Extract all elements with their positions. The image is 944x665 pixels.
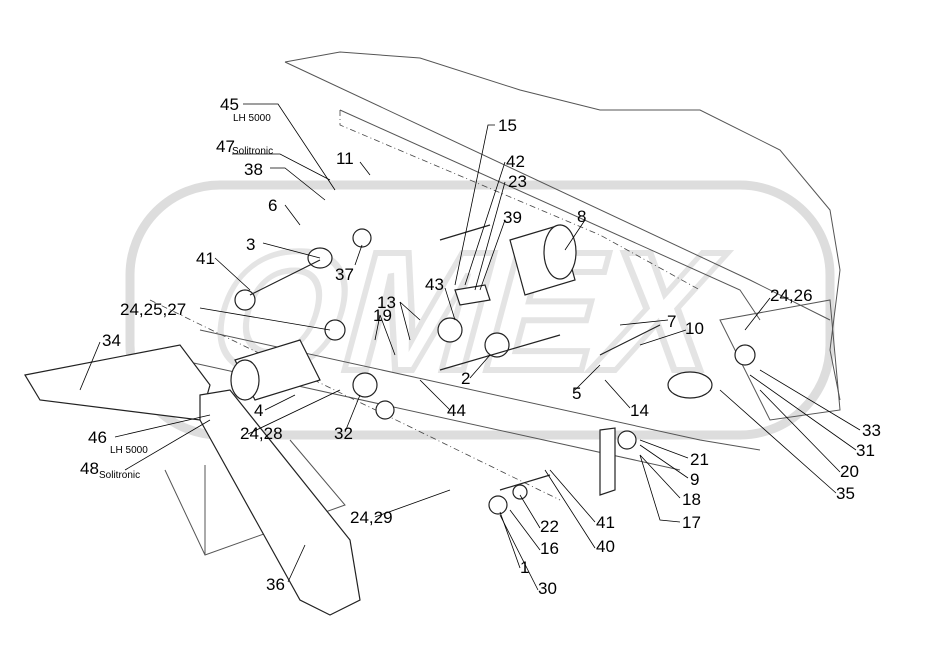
label-1: 1 <box>520 558 529 577</box>
label-43: 43 <box>425 275 444 294</box>
arm-36 <box>199 389 361 616</box>
label-11: 11 <box>336 149 354 168</box>
label-4: 4 <box>254 401 263 420</box>
label-41b: 41 <box>596 513 615 532</box>
label-8: 8 <box>577 207 586 226</box>
callout-labels: 45 LH 5000 47 Solitronic 38 11 15 42 23 … <box>80 95 881 598</box>
label-15: 15 <box>498 116 517 135</box>
label-34: 34 <box>102 331 121 350</box>
arm-34 <box>24 344 211 421</box>
label-48-sub: Solitronic <box>99 470 140 481</box>
label-37: 37 <box>335 265 354 284</box>
label-16: 16 <box>540 539 559 558</box>
label-45: 45 <box>220 95 239 114</box>
label-44: 44 <box>447 401 466 420</box>
label-2: 2 <box>461 369 470 388</box>
label-30: 30 <box>538 579 557 598</box>
label-48: 48 <box>80 459 99 478</box>
label-3: 3 <box>246 235 255 254</box>
label-24-26: 24,26 <box>770 286 813 305</box>
label-47: 47 <box>216 137 235 156</box>
label-40: 40 <box>596 537 615 556</box>
label-42: 42 <box>506 152 525 171</box>
label-9: 9 <box>690 470 699 489</box>
label-10: 10 <box>685 319 704 338</box>
label-5: 5 <box>572 384 581 403</box>
label-23: 23 <box>508 172 527 191</box>
label-38: 38 <box>244 160 263 179</box>
label-46: 46 <box>88 428 107 447</box>
label-6: 6 <box>268 196 277 215</box>
label-18: 18 <box>682 490 701 509</box>
label-20: 20 <box>840 462 859 481</box>
label-47-sub: Solitronic <box>232 146 273 157</box>
label-13: 13 <box>377 293 396 312</box>
label-14: 14 <box>630 401 649 420</box>
label-7: 7 <box>667 312 676 331</box>
label-17: 17 <box>682 513 701 532</box>
label-22: 22 <box>540 517 559 536</box>
label-39: 39 <box>503 208 522 227</box>
machine-frame <box>149 51 841 556</box>
label-33: 33 <box>862 421 881 440</box>
label-24-25-27: 24,25,27 <box>120 300 186 319</box>
label-46-sub: LH 5000 <box>110 445 148 456</box>
label-45-sub: LH 5000 <box>233 113 271 124</box>
label-21: 21 <box>690 450 709 469</box>
parts <box>230 224 756 515</box>
label-35: 35 <box>836 484 855 503</box>
label-24-28: 24,28 <box>240 424 283 443</box>
label-24-29: 24,29 <box>350 508 393 527</box>
label-31: 31 <box>856 441 875 460</box>
label-19: 19 <box>373 306 392 325</box>
label-36: 36 <box>266 575 285 594</box>
label-32: 32 <box>334 424 353 443</box>
leader-lines <box>79 103 861 591</box>
label-41a: 41 <box>196 249 215 268</box>
